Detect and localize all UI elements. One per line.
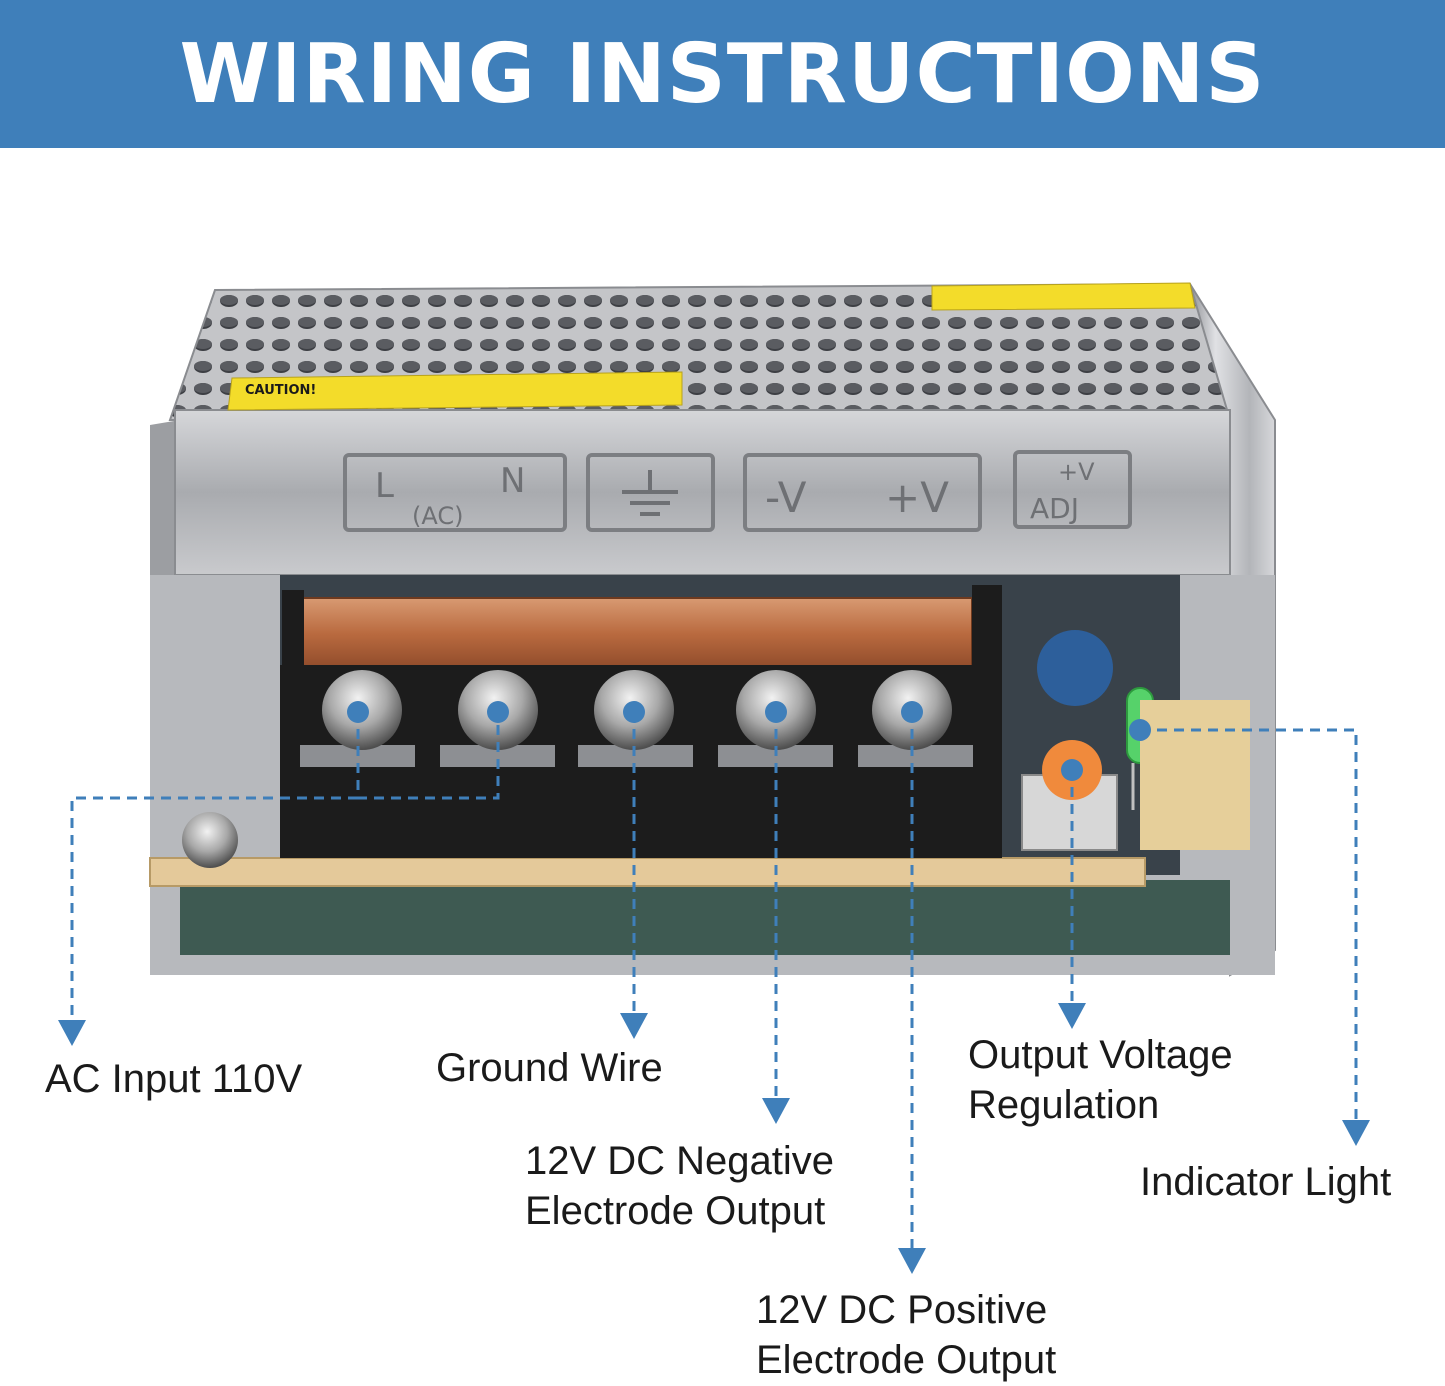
mounting-screw (182, 812, 238, 868)
terminal-label-neg-v: -V (765, 473, 807, 522)
callout-leaders (70, 712, 1358, 1250)
callout-dc-negative: 12V DC Negative Electrode Output (525, 1136, 834, 1236)
label-box-dc (743, 453, 982, 532)
side-pcb (1140, 700, 1250, 850)
terminal-label-l: L (375, 466, 394, 506)
arrow-down-icon-indicator-light (1342, 1120, 1370, 1146)
callout-dc-negative-line-1: 12V DC Negative (525, 1139, 835, 1183)
dot-dc-negative (765, 701, 787, 723)
terminal-label-ac: (AC) (412, 502, 463, 530)
blue-capacitor (1037, 630, 1113, 706)
terminal-block (280, 585, 1002, 858)
label-box-adj (1013, 450, 1132, 529)
terminal-label-n: N (500, 461, 525, 501)
label-box-ground (586, 453, 715, 532)
callout-indicator-light-line-1: Indicator Light (1140, 1160, 1392, 1204)
arrow-down-icon-voltage-regulation (1058, 1003, 1086, 1029)
callout-ground-wire: Ground Wire (436, 1043, 663, 1093)
dot-dc-positive (901, 701, 923, 723)
copper-cover-bar (299, 597, 973, 671)
callout-dc-negative-line-2: Electrode Output (525, 1189, 826, 1233)
label-box-ac (343, 453, 567, 532)
ground-symbol-icon (622, 470, 678, 516)
caution-sticker: CAUTION! (227, 371, 683, 411)
caution-sticker-text: CAUTION! (245, 383, 316, 398)
dot-ac-n (487, 701, 509, 723)
terminal-label-adj-top: +V (1058, 458, 1095, 486)
callout-dc-positive-line-1: 12V DC Positive (756, 1288, 1048, 1332)
terminal-block-left-post (282, 590, 304, 670)
callout-indicator-light: Indicator Light (1140, 1157, 1391, 1207)
yellow-label-top-right (931, 282, 1196, 311)
terminal-label-adj-bottom: ADJ (1030, 492, 1079, 525)
callout-ground-wire-line-1: Ground Wire (436, 1046, 663, 1090)
arrow-down-icon-ac-input (58, 1020, 86, 1046)
callout-arrowheads (58, 1003, 1370, 1274)
callout-ac-input-line-1: AC Input 110V (45, 1057, 303, 1101)
callout-dots (347, 701, 1151, 781)
terminal-block-right-post (972, 585, 1002, 670)
callout-voltage-regulation-line-2: Regulation (968, 1083, 1160, 1127)
dot-ground (623, 701, 645, 723)
terminal-label-plate: L N (AC) -V +V +V ADJ (343, 450, 1132, 532)
arrow-down-icon-dc-positive (898, 1248, 926, 1274)
callout-dc-positive: 12V DC Positive Electrode Output (756, 1285, 1056, 1385)
title-banner (0, 0, 1445, 148)
callout-ac-input: AC Input 110V (45, 1054, 302, 1104)
dot-ac-l (347, 701, 369, 723)
power-supply-unit: CAUTION! L N (AC) -V +V +V ADJ (149, 282, 1276, 977)
arrow-down-icon-ground-wire (620, 1013, 648, 1039)
leader-ac-input (70, 712, 500, 1022)
dot-indicator-light (1129, 719, 1151, 741)
callout-voltage-regulation: Output Voltage Regulation (968, 1030, 1233, 1130)
enclosure-front-panel (174, 409, 1231, 576)
circuit-board-edge (149, 857, 1146, 887)
callout-dc-positive-line-2: Electrode Output (756, 1338, 1057, 1382)
page-title: WIRING INSTRUCTIONS (179, 26, 1266, 122)
dot-voltage-regulation (1061, 759, 1083, 781)
terminal-label-pos-v: +V (885, 473, 949, 522)
callout-voltage-regulation-line-1: Output Voltage (968, 1033, 1233, 1077)
leader-indicator-light (1140, 728, 1358, 1122)
arrow-down-icon-dc-negative (762, 1098, 790, 1124)
circuit-board-green (180, 880, 1230, 955)
